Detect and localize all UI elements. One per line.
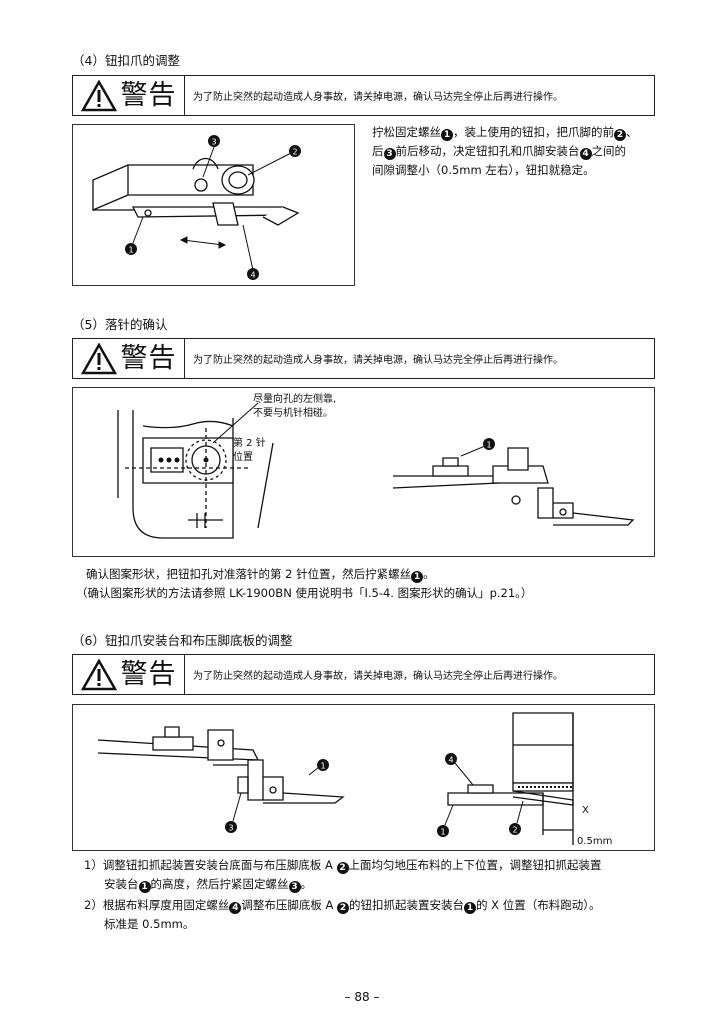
marker-1-label: 1 xyxy=(320,762,325,771)
marker-4-label: 4 xyxy=(250,271,255,280)
marker-4 xyxy=(445,753,457,765)
marker-1: 1 xyxy=(138,881,151,893)
section-title-4: （4）钮扣爪的调整 xyxy=(72,53,180,68)
marker-1: 1 xyxy=(464,902,477,914)
marker-1-label: 1 xyxy=(128,246,133,255)
figure-button-clamp: 3 2 1 4 xyxy=(72,124,355,286)
warning-box-5: 警告 为了防止突然的起动造成人身事故，请关掉电源，确认马达完全停止后再进行操作。 xyxy=(72,338,655,379)
warning-text: 为了防止突然的起动造成人身事故，请关掉电源，确认马达完全停止后再进行操作。 xyxy=(193,355,563,366)
marker-4 xyxy=(247,268,259,280)
marker-1-label: 1 xyxy=(486,441,491,450)
warning-word: 警告 xyxy=(120,343,177,374)
fig-label-1: 第 2 针 xyxy=(233,436,266,449)
marker-1 xyxy=(437,825,449,837)
marker-2-label: 2 xyxy=(292,148,297,157)
fig-x-label: X xyxy=(582,805,589,816)
marker-1 xyxy=(483,438,495,450)
marker-3 xyxy=(208,135,220,147)
marker-1: 1 xyxy=(441,129,453,141)
warning-triangle-icon xyxy=(80,658,117,690)
warning-sign: 警告 xyxy=(73,76,185,115)
clamp-base-illustration: 1 3 4 1 2 X 0.5mm xyxy=(97,712,612,847)
figure-needle-drop: 尽量向孔的左侧靠, 不要与机针相碰。 第 2 针 位置 1 xyxy=(72,387,655,557)
marker-2: 2 xyxy=(337,902,350,914)
figure-clamp-base-adjust: 1 3 4 1 2 X 0.5mm xyxy=(72,704,655,851)
section-title-6: （6）钮扣爪安装台和布压脚底板的调整 xyxy=(72,633,293,648)
warning-word: 警告 xyxy=(120,659,177,690)
section-5-body-2: （确认图案形状的方法请参照 LK-1900BN 使用说明书「I.5-4. 图案形… xyxy=(76,586,533,600)
warning-triangle-icon xyxy=(80,342,117,374)
marker-3-label: 3 xyxy=(228,824,233,833)
marker-3-label: 3 xyxy=(211,138,216,147)
warning-sign: 警告 xyxy=(73,339,185,378)
page-number: – 88 – xyxy=(344,990,380,1004)
warning-triangle-icon xyxy=(80,79,117,111)
fig-label-2: 位置 xyxy=(233,450,253,463)
marker-2: 2 xyxy=(336,862,349,874)
marker-3: 3 xyxy=(383,148,396,160)
clamp-illustration: 3 2 1 4 xyxy=(92,135,301,280)
warning-word: 警告 xyxy=(120,80,177,111)
warning-text: 为了防止突然的起动造成人身事故，请关掉电源，确认马达完全停止后再进行操作。 xyxy=(193,92,563,103)
needle-drop-illustration: 尽量向孔的左侧靠, 不要与机针相碰。 第 2 针 位置 1 xyxy=(117,392,635,539)
fig-note-1: 尽量向孔的左侧靠, xyxy=(253,392,336,405)
marker-2 xyxy=(289,145,301,157)
marker-3 xyxy=(225,821,237,833)
marker-2-label: 2 xyxy=(512,826,517,835)
marker-1: 1 xyxy=(411,571,424,583)
warning-box-4: 警告 为了防止突然的起动造成人身事故，请关掉电源，确认马达完全停止后再进行操作。 xyxy=(72,75,655,116)
marker-1-label: 1 xyxy=(440,828,445,837)
warning-text: 为了防止突然的起动造成人身事故，请关掉电源，确认马达完全停止后再进行操作。 xyxy=(193,671,563,682)
marker-3: 3 xyxy=(288,881,301,893)
marker-1 xyxy=(317,759,329,771)
warning-sign: 警告 xyxy=(73,655,185,694)
marker-4: 4 xyxy=(229,902,242,914)
marker-4: 4 xyxy=(579,148,592,160)
marker-2 xyxy=(509,823,521,835)
warning-box-6: 警告 为了防止突然的起动造成人身事故，请关掉电源，确认马达完全停止后再进行操作。 xyxy=(72,654,655,695)
marker-1 xyxy=(125,243,137,255)
marker-2: 2 xyxy=(614,129,626,141)
fig-mm-label: 0.5mm xyxy=(577,836,612,847)
marker-4-label: 4 xyxy=(448,756,453,765)
section-title-5: （5）落针的确认 xyxy=(72,317,168,332)
fig-note-2: 不要与机针相碰。 xyxy=(253,406,333,419)
